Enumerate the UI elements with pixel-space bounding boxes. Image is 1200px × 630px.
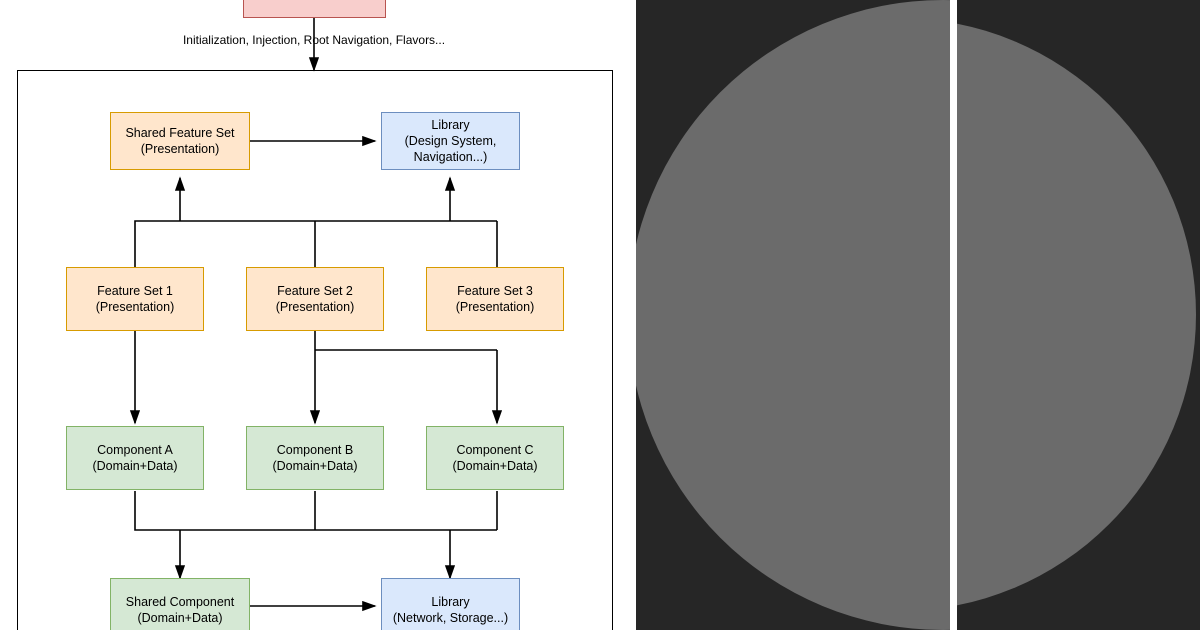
node-shared-feature-set[interactable]: Shared Feature Set (Presentation) — [110, 112, 250, 170]
node-feature-set-2-line2: (Presentation) — [275, 300, 355, 314]
architecture-diagram: Initialization, Injection, Root Navigati… — [17, 0, 613, 630]
dark-panel-right — [957, 0, 1200, 630]
node-feature-set-2[interactable]: Feature Set 2 (Presentation) — [246, 267, 384, 331]
node-component-a-line1: Component A — [97, 443, 173, 457]
node-library-ui-line2: (Design System, — [404, 134, 497, 148]
node-library-ui[interactable]: Library (Design System, Navigation...) — [381, 112, 520, 170]
diagram-connectors — [129, 18, 503, 612]
node-shared-component[interactable]: Shared Component (Domain+Data) — [110, 578, 250, 630]
node-library-ui-line1: Library — [431, 118, 470, 132]
dark-panel-left — [636, 0, 950, 630]
node-feature-set-1[interactable]: Feature Set 1 (Presentation) — [66, 267, 204, 331]
node-shared-feature-set-line2: (Presentation) — [140, 142, 220, 156]
node-library-data-line2: (Network, Storage...) — [392, 611, 509, 625]
node-component-b-line1: Component B — [276, 443, 354, 457]
node-library-data[interactable]: Library (Network, Storage...) — [381, 578, 520, 630]
node-component-c[interactable]: Component C (Domain+Data) — [426, 426, 564, 490]
node-component-b-line2: (Domain+Data) — [272, 459, 358, 473]
node-shared-component-line2: (Domain+Data) — [137, 611, 223, 625]
gray-circle-left — [636, 0, 950, 630]
node-component-a-line2: (Domain+Data) — [92, 459, 178, 473]
app-module-group-box — [17, 70, 613, 630]
node-component-c-line1: Component C — [456, 443, 534, 457]
node-component-c-line2: (Domain+Data) — [452, 459, 538, 473]
node-shared-feature-set-line1: Shared Feature Set — [125, 126, 235, 140]
node-feature-set-3[interactable]: Feature Set 3 (Presentation) — [426, 267, 564, 331]
node-feature-set-3-line2: (Presentation) — [455, 300, 535, 314]
gray-circle-right — [957, 18, 1196, 611]
node-library-data-line1: Library — [431, 595, 470, 609]
node-feature-set-1-line2: (Presentation) — [95, 300, 175, 314]
node-library-ui-line3: Navigation...) — [413, 150, 488, 164]
node-feature-set-3-line1: Feature Set 3 — [457, 284, 533, 298]
node-component-a[interactable]: Component A (Domain+Data) — [66, 426, 204, 490]
node-shared-component-line1: Shared Component — [125, 595, 235, 609]
node-feature-set-1-line1: Feature Set 1 — [97, 284, 173, 298]
node-app[interactable] — [243, 0, 386, 18]
edge-label-initialization: Initialization, Injection, Root Navigati… — [182, 33, 446, 47]
node-feature-set-2-line1: Feature Set 2 — [277, 284, 353, 298]
node-component-b[interactable]: Component B (Domain+Data) — [246, 426, 384, 490]
